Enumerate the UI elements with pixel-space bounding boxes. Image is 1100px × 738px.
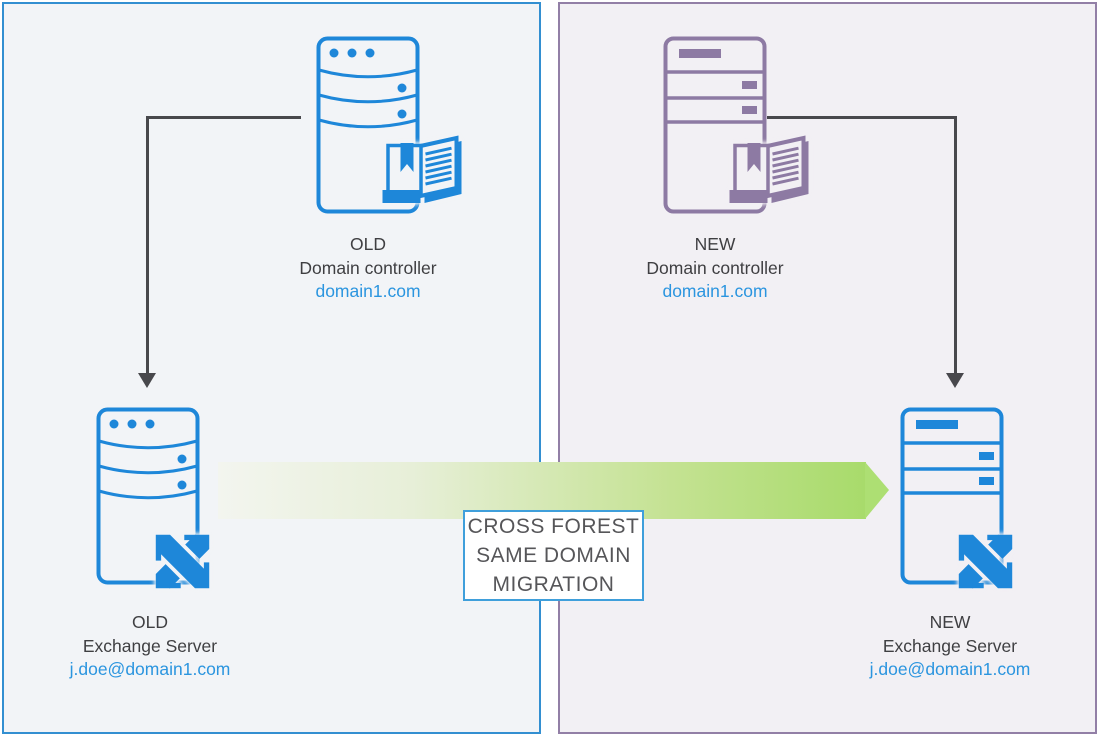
caption-role: Domain controller: [299, 257, 437, 278]
connector-line-left-horizontal: [147, 116, 301, 119]
caption-prefix: OLD: [350, 234, 386, 254]
migration-label-line: MIGRATION: [492, 573, 615, 596]
caption-role: Domain controller: [646, 257, 784, 278]
migration-arrow-head: [865, 462, 889, 519]
caption-mailbox: j.doe@domain1.com: [69, 659, 231, 679]
address-book-icon: [721, 132, 814, 208]
caption-role: Exchange Server: [82, 635, 218, 656]
caption-role: Exchange Server: [882, 635, 1018, 656]
old-forest-panel: [2, 2, 541, 734]
down-arrowhead-left: [138, 373, 156, 388]
caption-prefix: NEW: [694, 234, 736, 254]
new-domain-controller-caption: NEW Domain controller domain1.com: [595, 233, 835, 304]
migration-label-line: CROSS FOREST: [467, 515, 640, 538]
old-domain-controller-caption: OLD Domain controller domain1.com: [248, 233, 488, 304]
old-exchange-server-caption: OLD Exchange Server j.doe@domain1.com: [30, 611, 270, 682]
new-forest-panel: [558, 2, 1097, 734]
migration-label-box: CROSS FOREST SAME DOMAIN MIGRATION: [463, 510, 644, 601]
down-arrowhead-right: [946, 373, 964, 388]
exchange-logo-icon: [154, 533, 211, 590]
connector-line-left-vertical: [146, 116, 149, 374]
caption-prefix: OLD: [132, 612, 168, 632]
caption-mailbox: j.doe@domain1.com: [869, 659, 1031, 679]
address-book-icon: [374, 132, 467, 208]
caption-prefix: NEW: [929, 612, 971, 632]
caption-domain: domain1.com: [662, 281, 768, 301]
new-exchange-server-caption: NEW Exchange Server j.doe@domain1.com: [830, 611, 1070, 682]
connector-line-right-horizontal: [767, 116, 956, 119]
migration-arrow-body: [218, 462, 866, 519]
migration-label-line: SAME DOMAIN: [476, 544, 631, 567]
connector-line-right-vertical: [954, 116, 957, 374]
exchange-logo-icon: [957, 533, 1014, 590]
caption-domain: domain1.com: [315, 281, 421, 301]
